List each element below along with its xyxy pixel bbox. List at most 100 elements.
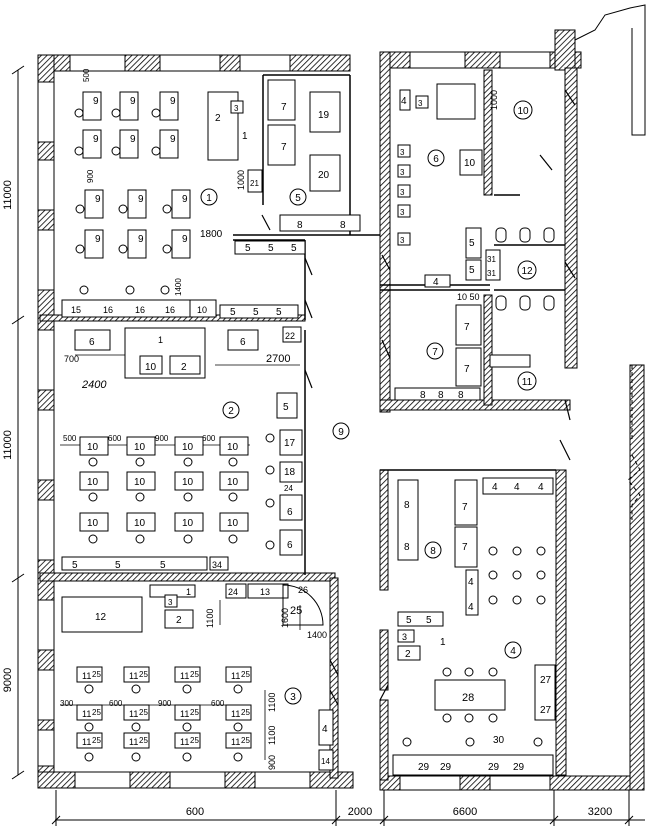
equip-25: 25	[139, 736, 148, 745]
equip-7: 7	[281, 142, 287, 153]
room6-labels: 4 3 3 3 3 3 3 10 5 5 31 31 4	[400, 96, 496, 288]
dim-1100-b: 1100	[267, 693, 277, 712]
dim-bottom-4: 3200	[588, 806, 612, 818]
equip-25: 25	[92, 736, 101, 745]
desk-9: 9	[95, 194, 101, 205]
equip-25: 25	[290, 605, 302, 617]
dim-1400-bottom: 1400	[307, 630, 327, 640]
room1-chairs	[74, 108, 172, 295]
equip-5: 5	[268, 243, 274, 254]
equip-7: 7	[464, 364, 470, 375]
room-circles	[200, 100, 537, 705]
equip-28: 28	[462, 692, 474, 704]
desk-9: 9	[138, 194, 144, 205]
room-3-label: 3	[290, 692, 296, 703]
room6-equipment	[397, 83, 501, 288]
room4-chairs	[402, 546, 546, 747]
room3-chairs	[84, 684, 243, 762]
equip-25: 25	[139, 708, 148, 717]
dim-left-1: 11000	[2, 180, 14, 210]
room3-equipment	[61, 583, 334, 771]
equip-6: 6	[287, 540, 293, 551]
equip-1: 1	[186, 587, 191, 597]
equip-24: 24	[284, 484, 293, 493]
equip-25: 25	[241, 670, 250, 679]
dim-900-b: 900	[158, 699, 172, 708]
equip-10: 10	[134, 442, 146, 453]
equip-10: 10	[87, 518, 99, 529]
windows-top	[69, 51, 551, 72]
equip-8: 8	[404, 542, 410, 553]
equip-12: 12	[95, 612, 107, 623]
equip-25: 25	[190, 708, 199, 717]
equip-8: 8	[458, 390, 464, 401]
equip-5: 5	[253, 307, 259, 318]
room7-equipment	[394, 304, 531, 401]
equip-5: 5	[115, 560, 121, 571]
equip-10: 10	[182, 442, 194, 453]
dim-900-top: 900	[86, 169, 95, 183]
desk-9: 9	[138, 234, 144, 245]
equip-7: 7	[462, 502, 468, 513]
equip-18: 18	[284, 467, 296, 478]
equip-4: 4	[322, 724, 328, 735]
dim-1100-a: 1100	[205, 609, 215, 628]
desk-9: 9	[93, 96, 99, 107]
equip-10: 10	[145, 362, 157, 373]
dim-bottom-1: 600	[186, 806, 204, 818]
equip-5: 5	[276, 307, 282, 318]
equip-11: 11	[129, 709, 138, 719]
equip-1: 1	[158, 335, 163, 345]
room2-desks	[79, 436, 249, 532]
equip-11: 11	[180, 709, 189, 719]
dim-700: 700	[64, 354, 79, 364]
equip-25: 25	[241, 736, 250, 745]
equip-3: 3	[400, 148, 405, 157]
equip-31: 31	[487, 255, 496, 264]
dim-bottom-2: 2000	[348, 806, 372, 818]
equip-25: 25	[92, 670, 101, 679]
dim-1100-c: 1100	[267, 726, 277, 745]
equip-5: 5	[406, 615, 412, 626]
equip-16: 16	[103, 305, 113, 315]
room8-labels: 8 8 7 7 4 4 4 4 4 5 5 3 1 2 27 27 28 30 …	[402, 482, 552, 773]
equip-3: 3	[402, 632, 407, 642]
equip-11: 11	[231, 709, 240, 719]
room8-equipment	[392, 477, 556, 776]
room1-equipment	[61, 79, 361, 319]
room1-desks	[82, 91, 191, 259]
equip-31: 31	[487, 269, 496, 278]
equip-19: 19	[318, 110, 330, 121]
room3-desks	[76, 666, 252, 749]
equip-10: 10	[197, 305, 207, 315]
equip-7: 7	[281, 102, 287, 113]
desk-9: 9	[93, 134, 99, 145]
right-dashed-wall	[627, 365, 641, 520]
equip-25: 25	[190, 736, 199, 745]
equip-29: 29	[440, 762, 452, 773]
room-1-label: 1	[206, 193, 212, 204]
desk-9: 9	[170, 96, 176, 107]
equip-3: 3	[168, 598, 173, 607]
room-6-label: 6	[433, 154, 439, 165]
equip-10: 10	[87, 442, 99, 453]
equip-5: 5	[230, 307, 236, 318]
room-5-label: 5	[295, 193, 301, 204]
equip-2: 2	[176, 615, 182, 626]
equip-11: 11	[231, 671, 240, 681]
equip-21: 21	[250, 179, 259, 188]
toilets-room12	[495, 227, 555, 311]
equip-3: 3	[234, 104, 239, 113]
equip-8: 8	[404, 500, 410, 511]
equip-1: 1	[440, 637, 446, 648]
doors	[261, 89, 576, 706]
equip-4: 4	[401, 96, 407, 107]
equip-5: 5	[469, 238, 475, 249]
room-8-label: 8	[430, 546, 436, 557]
equip-20: 20	[318, 170, 330, 181]
equip-16: 16	[165, 305, 175, 315]
dim-2700: 2700	[266, 353, 290, 365]
equip-13: 13	[260, 587, 270, 597]
equip-8: 8	[420, 390, 426, 401]
